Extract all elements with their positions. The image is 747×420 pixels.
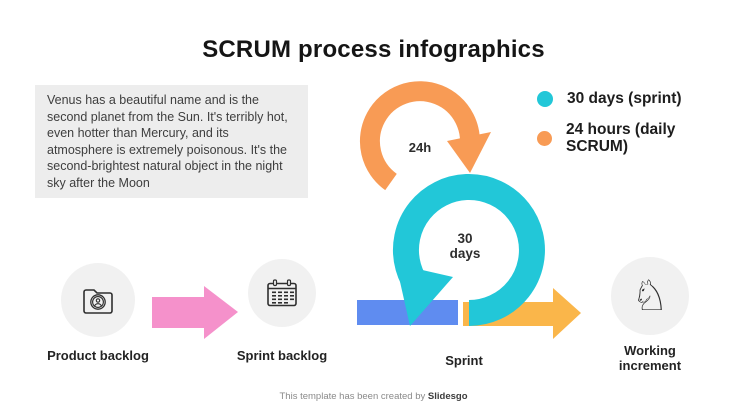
orange-dot-icon [537, 130, 552, 146]
pink-arrow-body [152, 297, 204, 328]
teal-dot-icon [537, 90, 553, 107]
daily-scrum-ring [359, 81, 480, 191]
stage-label-product-backlog: Product backlog [47, 348, 149, 363]
footer-brand: Slidesgo [427, 391, 468, 402]
calendar-icon [267, 278, 297, 306]
stage-working-increment: ♘ [611, 257, 689, 335]
stage-label-working-increment: Working increment [618, 343, 682, 373]
sprint-ring [392, 174, 545, 326]
chess-knight-icon: ♘ [631, 271, 669, 320]
legend-item-sprint: 30 days (sprint) [537, 90, 719, 107]
legend: 30 days (sprint) 24 hours (daily SCRUM) [537, 90, 719, 169]
footer-credit: This template has been created by Slides… [0, 391, 747, 402]
stage-label-sprint-backlog: Sprint backlog [236, 348, 328, 363]
sprint-cycle-label-line2: days [449, 246, 481, 261]
yellow-arrowhead-icon [553, 288, 581, 339]
daily-cycle-label: 24h [408, 140, 432, 155]
footer-credit-text: This template has been created by [279, 391, 428, 402]
stage-sprint-backlog [248, 259, 316, 327]
sprint-arrowhead-icon [396, 264, 453, 326]
sprint-cycle-label: 30 days [433, 231, 497, 261]
sprint-cycle-label-line1: 30 [457, 231, 473, 246]
pink-arrowhead-icon [204, 286, 238, 339]
daily-scrum-arrowhead-icon [447, 132, 491, 173]
legend-item-daily: 24 hours (daily SCRUM) [537, 121, 719, 155]
stage-label-sprint: Sprint [445, 353, 483, 368]
stage-product-backlog [61, 263, 135, 337]
legend-label-daily: 24 hours (daily SCRUM) [566, 121, 676, 155]
legend-label-sprint: 30 days (sprint) [567, 90, 682, 107]
page-title: SCRUM process infographics [202, 36, 545, 63]
folder-user-icon [83, 289, 113, 314]
intro-text-box: Venus has a beautiful name and is the se… [35, 85, 308, 198]
